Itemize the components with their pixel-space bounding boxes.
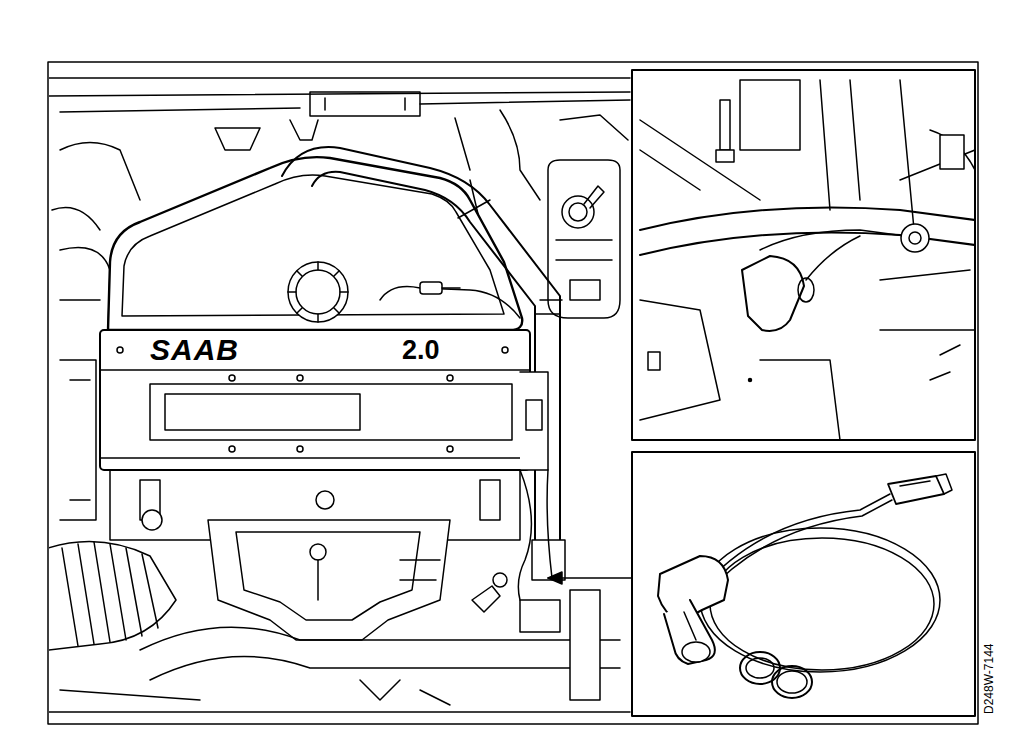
detail-frame (632, 452, 975, 716)
brand-lettering: SAAB (150, 335, 239, 365)
mounted-sensor-detail (640, 80, 974, 439)
drawing-number: D248W-7144 (983, 642, 995, 717)
engine-bay (49, 78, 630, 712)
leader-tip (548, 572, 562, 584)
detail-frame (632, 70, 975, 440)
sensor-part-detail (658, 474, 952, 698)
outer-frame (48, 62, 978, 724)
engine-size: 2.0 (402, 337, 440, 364)
